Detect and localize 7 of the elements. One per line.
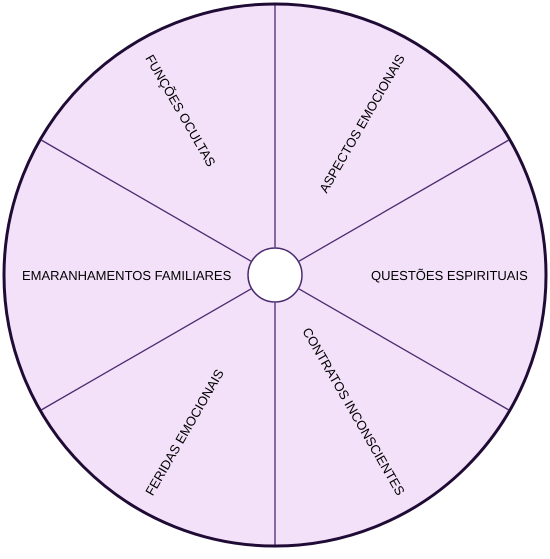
center-circle xyxy=(247,247,303,303)
sector-label: EMARANHAMENTOS FAMILIARES xyxy=(22,268,231,282)
wheel-sector xyxy=(42,288,275,544)
wheel-sector xyxy=(42,6,275,262)
wheel-sector xyxy=(275,288,508,544)
wheel-sector xyxy=(275,6,508,262)
sector-label: QUESTÕES ESPIRITUAIS xyxy=(371,268,528,282)
